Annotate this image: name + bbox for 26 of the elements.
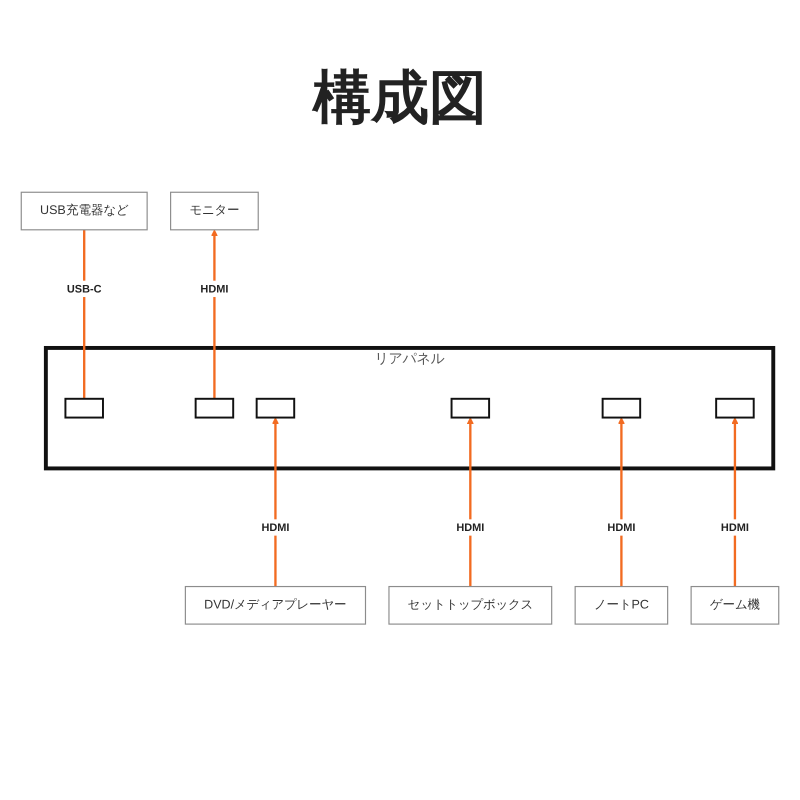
node-box	[450, 398, 490, 419]
arrow	[210, 230, 218, 399]
node-box: ノートPC	[574, 586, 668, 625]
node-box	[715, 398, 755, 419]
edge-label: HDMI	[261, 520, 290, 534]
node-box	[194, 398, 234, 419]
node-box	[256, 398, 296, 419]
edge-label: HDMI	[720, 520, 749, 534]
edge-label: HDMI	[200, 282, 228, 295]
cluster: リアパネル	[44, 346, 776, 470]
edge-label: HDMI	[456, 520, 484, 534]
node-box: ゲーム機	[690, 586, 780, 625]
arrow	[466, 417, 474, 587]
node-box: USB充電器など	[20, 192, 148, 230]
arrow	[732, 417, 738, 587]
edge-label: HDMI	[607, 520, 636, 534]
connector	[83, 230, 86, 399]
node-box	[64, 398, 104, 419]
node-box: DVD/メディアプレーヤー	[184, 586, 366, 625]
node-box	[602, 398, 642, 419]
node-box: モニター	[170, 192, 259, 230]
title: 構成図	[313, 64, 487, 132]
arrow	[618, 417, 625, 587]
edge-label: USB-C	[66, 282, 102, 295]
arrow	[272, 417, 279, 587]
node-box: セットトップボックス	[388, 586, 552, 625]
